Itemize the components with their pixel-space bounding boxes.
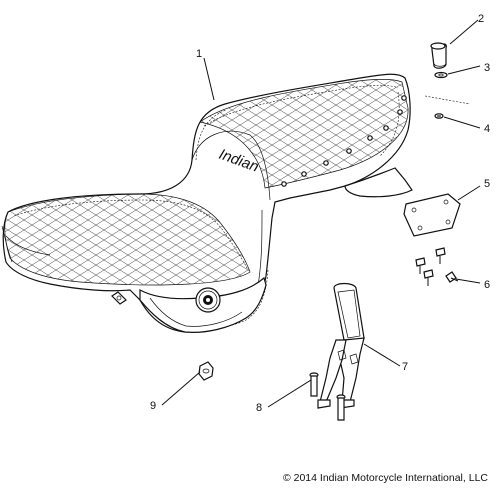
callout-1: 1	[196, 48, 202, 60]
callout-4: 4	[484, 123, 490, 135]
part-8-bolts	[309, 372, 346, 421]
callout-6: 6	[484, 279, 490, 291]
copyright-text: © 2014 Indian Motorcycle International, …	[283, 472, 488, 484]
callout-7: 7	[402, 361, 408, 373]
seat-grommet	[111, 291, 127, 305]
callout-3: 3	[484, 62, 490, 74]
part-3-washer	[434, 71, 448, 79]
callout-2: 2	[478, 13, 484, 25]
part-4-clip	[434, 113, 444, 119]
part-9-nut	[198, 361, 214, 381]
part-2-bushing	[430, 42, 447, 69]
part-6-screws	[415, 247, 459, 286]
callout-5: 5	[484, 178, 490, 190]
part-7-bracket	[317, 282, 365, 409]
leader-lines	[161, 19, 481, 408]
seat-rivets	[281, 95, 407, 187]
callout-8: 8	[256, 402, 262, 414]
callout-9: 9	[150, 400, 156, 412]
callout-labels: 1 2 3 4 5 6 7 8 9	[150, 13, 490, 414]
medallion-badge	[195, 287, 221, 313]
part-5-plate	[403, 193, 461, 237]
